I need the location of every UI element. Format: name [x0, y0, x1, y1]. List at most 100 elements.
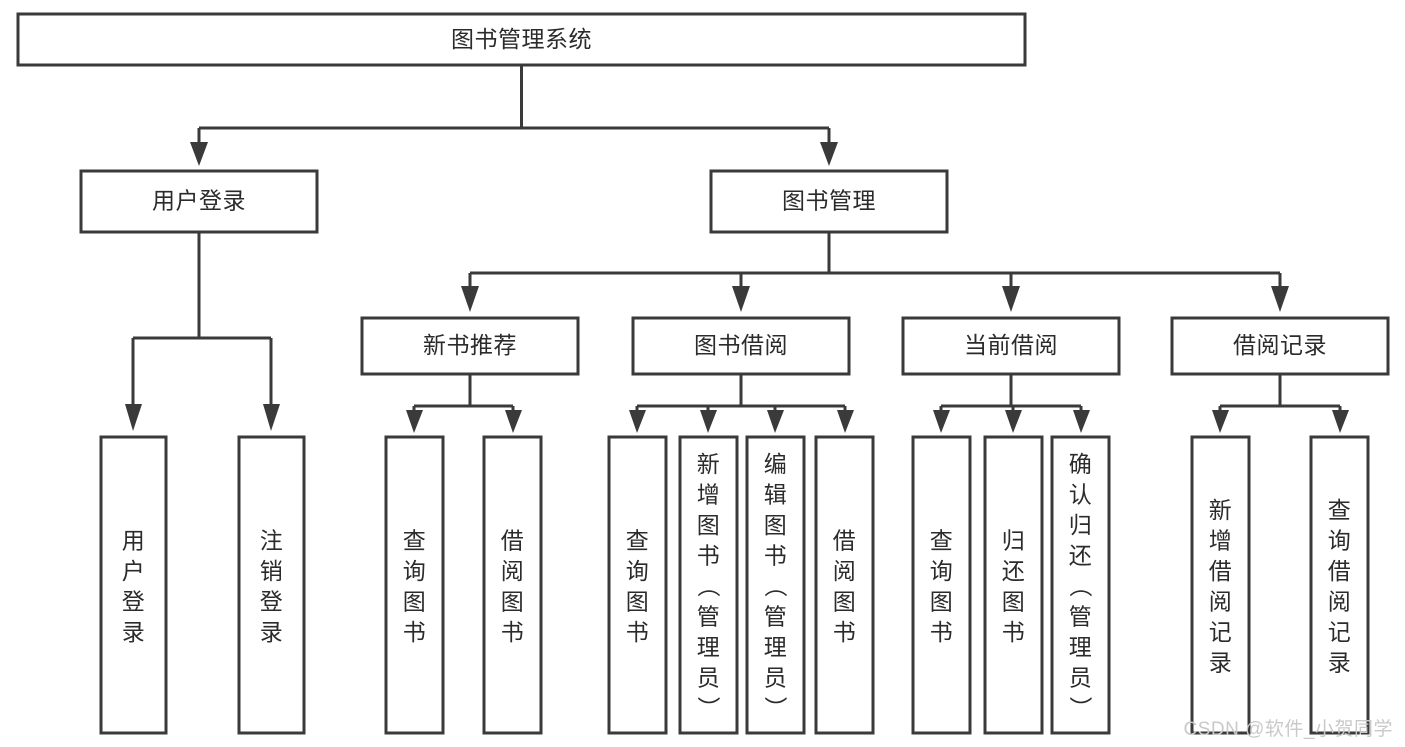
node-leaf-borrow-book-1-box[interactable] — [482, 435, 543, 735]
node-leaf-query-book-1[interactable] — [384, 435, 445, 735]
node-leaf-query-book-2-box[interactable] — [607, 435, 668, 735]
node-leaf-confirm-return[interactable] — [1050, 435, 1111, 735]
node-leaf-return-book[interactable] — [983, 435, 1044, 735]
leaf-label-char: 增 — [1209, 527, 1233, 553]
node-leaf-edit-book-box[interactable] — [745, 435, 806, 735]
node-current-borrow-box[interactable] — [901, 316, 1121, 376]
arrowhead-book-management — [820, 142, 838, 166]
leaf-label-char: 阅 — [501, 558, 525, 584]
arrowhead-leaf-borrow-book-2 — [837, 410, 854, 433]
leaf-label-char: 记 — [1209, 619, 1233, 645]
node-book-borrow[interactable]: 图书借阅 — [631, 316, 851, 376]
node-leaf-add-book-box[interactable] — [678, 435, 739, 735]
leaf-label-char: 增 — [697, 482, 721, 508]
leaf-label-char: 确 — [1069, 451, 1093, 477]
node-book-management[interactable]: 图书管理 — [709, 169, 949, 234]
arrowhead-leaf-borrow-book-1 — [505, 410, 522, 433]
node-book-management-box[interactable] — [709, 169, 949, 234]
leaf-label-char: 书 — [764, 543, 788, 569]
node-leaf-borrow-book-2[interactable] — [814, 435, 875, 735]
node-leaf-query-book-2[interactable] — [607, 435, 668, 735]
leaf-label-char: 新 — [697, 451, 721, 477]
leaf-label-char: 图 — [1002, 588, 1026, 614]
node-leaf-query-book-1-box[interactable] — [384, 435, 445, 735]
leaf-label-char: 查 — [403, 527, 427, 553]
leaf-label-char: 阅 — [1328, 588, 1352, 614]
leaf-label-char: 登 — [260, 588, 284, 614]
node-new-book-recommend-box[interactable] — [360, 316, 580, 376]
leaf-label-char: 录 — [122, 619, 146, 645]
arrowhead-new-book-recommend — [461, 286, 479, 312]
leaf-label-char: 图 — [697, 512, 721, 538]
node-user-login-box[interactable] — [79, 169, 319, 234]
node-borrow-records-box[interactable] — [1170, 316, 1390, 376]
node-leaf-query-book-3[interactable] — [911, 435, 972, 735]
arrowhead-current-borrow — [1002, 286, 1020, 312]
arrowhead-book-borrow — [732, 286, 750, 312]
node-user-login[interactable]: 用户登录 — [79, 169, 319, 234]
leaf-label-char: 查 — [626, 527, 650, 553]
node-book-borrow-box[interactable] — [631, 316, 851, 376]
leaf-label-char: 新 — [1209, 497, 1233, 523]
leaf-label-char: 借 — [1328, 558, 1352, 584]
arrowhead-borrow-records — [1271, 286, 1289, 312]
leaf-label-char: 借 — [833, 527, 857, 553]
node-leaf-user-login[interactable] — [99, 435, 168, 735]
leaf-label-char: 查 — [930, 527, 954, 553]
node-leaf-add-book[interactable] — [678, 435, 739, 735]
leaf-label-char: 询 — [403, 558, 427, 584]
node-new-book-recommend-label: 新书推荐 — [423, 332, 517, 358]
node-leaf-confirm-return-box[interactable] — [1050, 435, 1111, 735]
node-leaf-return-book-box[interactable] — [983, 435, 1044, 735]
node-borrow-records[interactable]: 借阅记录 — [1170, 316, 1390, 376]
node-leaf-add-record-box[interactable] — [1190, 435, 1251, 735]
leaf-label-char: 书 — [1002, 619, 1026, 645]
node-leaf-query-book-3-box[interactable] — [911, 435, 972, 735]
node-new-book-recommend[interactable]: 新书推荐 — [360, 316, 580, 376]
node-leaf-logout-box[interactable] — [237, 435, 306, 735]
node-leaf-query-record-box[interactable] — [1309, 435, 1370, 735]
node-leaf-borrow-book-2-box[interactable] — [814, 435, 875, 735]
node-leaf-user-login-box[interactable] — [99, 435, 168, 735]
leaf-label-char: 销 — [260, 558, 284, 584]
node-root-box[interactable] — [16, 12, 1027, 67]
node-leaf-add-record[interactable] — [1190, 435, 1251, 735]
leaf-label-char: 还 — [1069, 543, 1093, 569]
node-root[interactable]: 图书管理系统 — [16, 12, 1027, 67]
arrowhead-leaf-return-book — [1005, 410, 1022, 433]
leaf-label-char: 图 — [626, 588, 650, 614]
connector-layer — [125, 65, 1349, 433]
node-leaf-logout[interactable] — [237, 435, 306, 735]
leaf-label-char: 管 — [1069, 604, 1093, 630]
leaf-label-char: 记 — [1328, 619, 1352, 645]
leaf-label-char: 图 — [501, 588, 525, 614]
leaf-label-char: 归 — [1002, 527, 1026, 553]
node-leaf-borrow-book-1[interactable] — [482, 435, 543, 735]
arrowhead-leaf-query-book-2 — [629, 410, 646, 433]
leaf-label-char: 书 — [626, 619, 650, 645]
arrowhead-leaf-user-login — [125, 404, 142, 431]
node-leaf-edit-book[interactable] — [745, 435, 806, 735]
leaf-label-char: 书 — [697, 543, 721, 569]
leaf-label-char: 图 — [930, 588, 954, 614]
node-layer: 图书管理系统 用户登录 图书管理 新书推荐 图书借阅 — [16, 12, 1390, 735]
leaf-label-char: 员 — [764, 665, 788, 691]
arrowhead-leaf-query-record — [1332, 410, 1349, 433]
leaf-label-char: 阅 — [1209, 588, 1233, 614]
leaf-label-char: 书 — [403, 619, 427, 645]
node-current-borrow-label: 当前借阅 — [964, 332, 1058, 358]
arrowhead-user-login — [190, 142, 208, 166]
arrowhead-leaf-query-book-3 — [933, 410, 950, 433]
leaf-label-char: 户 — [122, 558, 146, 584]
node-current-borrow[interactable]: 当前借阅 — [901, 316, 1121, 376]
leaf-label-char: ） — [1068, 696, 1094, 720]
node-leaf-query-record[interactable] — [1309, 435, 1370, 735]
